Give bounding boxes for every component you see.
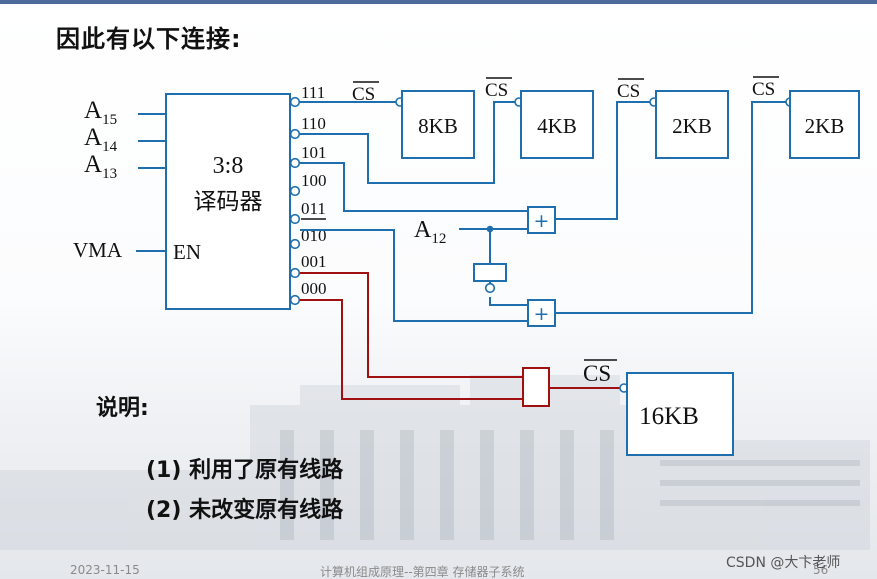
svg-text:8KB: 8KB (418, 114, 458, 138)
note-item-1: (1) 利用了原有线路 (146, 458, 344, 483)
memory-chip-4kb: 4KB (520, 90, 594, 159)
blue-wires (300, 101, 786, 322)
svg-text:CS: CS (752, 79, 775, 100)
red-or-gate (522, 367, 550, 407)
input-a14: A14 (84, 124, 166, 155)
output-label-111: 111 (301, 83, 325, 102)
svg-text:2KB: 2KB (805, 114, 845, 138)
memory-chip-16kb: 16KB (626, 372, 734, 456)
input-a13: A13 (84, 151, 166, 182)
decoder-block (165, 93, 291, 310)
decoder-output-bubbles (289, 96, 301, 306)
signal-a12-label: A12 (414, 217, 446, 247)
input-vma: VMA (73, 238, 166, 262)
decoder-name-label: 译码器 (194, 189, 263, 215)
svg-text:2KB: 2KB (672, 114, 712, 138)
red-wires (300, 272, 620, 400)
svg-text:16KB: 16KB (639, 403, 699, 430)
output-label-101: 101 (301, 143, 327, 162)
decoder-ratio-label: 3:8 (213, 153, 244, 179)
memory-chip-2kb-a: 2KB (655, 90, 729, 159)
output-label-100: 100 (301, 171, 327, 190)
svg-text:CS: CS (352, 84, 375, 105)
cs-label-2kb-a: CS (617, 78, 644, 102)
svg-text:A15: A15 (84, 97, 117, 128)
memory-chip-8kb: 8KB (401, 90, 475, 159)
cs-label-2kb-b: CS (752, 76, 779, 100)
svg-text:CS: CS (583, 361, 611, 386)
cs-label-8kb: CS (352, 81, 379, 105)
output-label-000: 000 (301, 279, 327, 298)
footer-course-title: 计算机组成原理--第四章 存储器子系统 (320, 565, 525, 579)
or-gate-bottom: + (527, 299, 556, 327)
csdn-watermark: CSDN @大卞老师 (726, 555, 841, 571)
svg-text:A13: A13 (84, 151, 117, 182)
slide-title: 因此有以下连接: (56, 25, 242, 53)
a12-junction-dot (486, 225, 494, 233)
inverter-bubble (484, 282, 496, 294)
inverter-gate (473, 263, 507, 282)
memory-chip-2kb-b: 2KB (789, 90, 860, 159)
output-label-010: 010 (301, 226, 327, 245)
svg-text:CS: CS (617, 81, 640, 102)
cs-label-4kb: CS (485, 77, 512, 101)
top-accent-bar (0, 0, 877, 4)
output-label-001: 001 (301, 252, 327, 271)
svg-text:+: + (534, 210, 550, 232)
input-a15: A15 (84, 97, 166, 128)
svg-text:CS: CS (485, 80, 508, 101)
output-label-110: 110 (301, 114, 326, 133)
cs-label-16kb: CS (583, 359, 617, 386)
output-label-011: 011 (301, 199, 326, 218)
note-heading: 说明: (96, 396, 149, 421)
svg-text:VMA: VMA (73, 238, 123, 262)
decoder-en-label: EN (173, 240, 201, 264)
footer-date: 2023-11-15 (70, 563, 140, 577)
footer-page-number: 56 (813, 563, 829, 577)
note-item-2: (2) 未改变原有线路 (146, 498, 344, 523)
decoder-output-labels: 111 110 101 100 011 010 001 000 (301, 83, 327, 298)
svg-text:+: + (534, 303, 550, 325)
or-gate-top: + (527, 206, 556, 234)
svg-text:A14: A14 (84, 124, 118, 155)
svg-text:4KB: 4KB (537, 114, 577, 138)
